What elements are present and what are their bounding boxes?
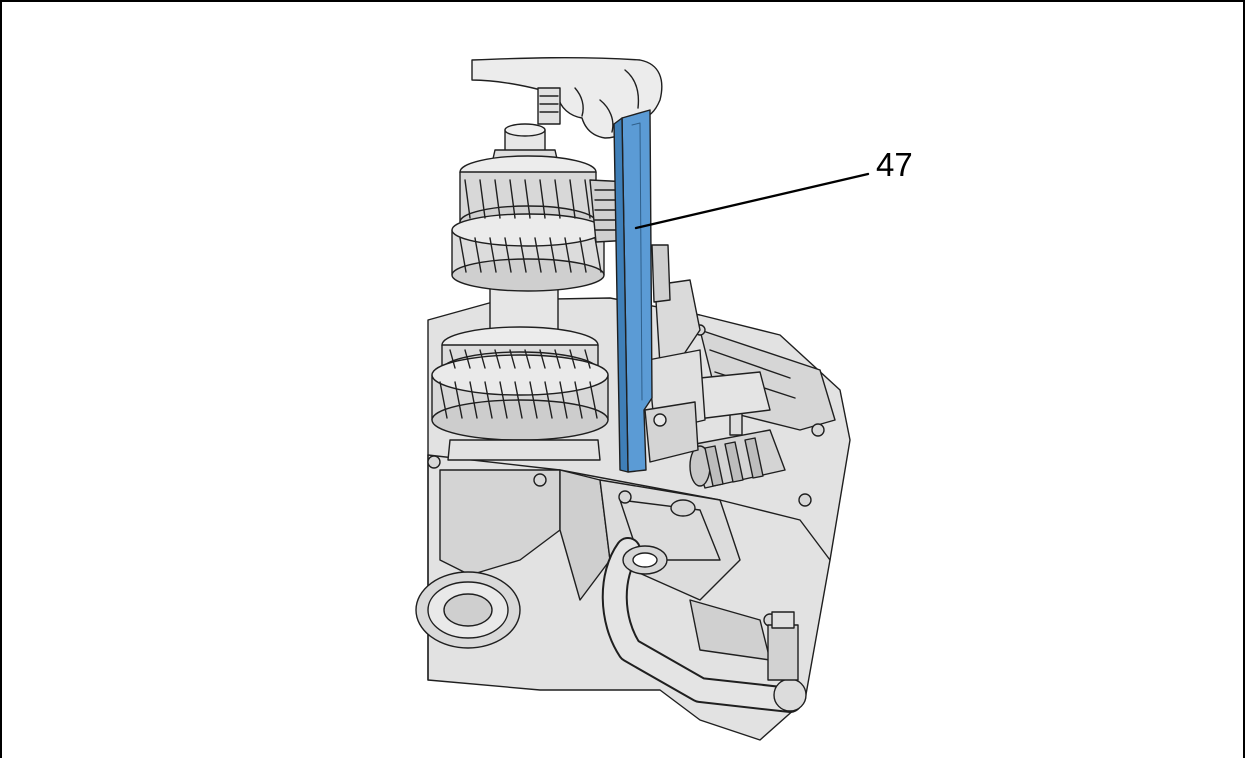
callout-leader-line [634,172,870,230]
oil-pipe [601,499,807,713]
blue-alignment-tool [613,109,653,473]
callout-label-47: 47 [876,146,913,183]
upper-gear-cluster [451,155,605,292]
shift-forks [644,244,706,463]
bearing-port [415,571,521,649]
lower-gear-cluster [431,326,609,461]
